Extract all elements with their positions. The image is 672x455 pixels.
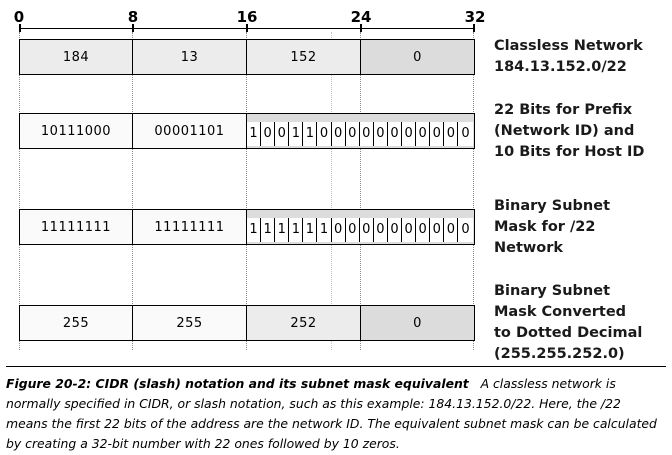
- octet-1-binary: 10111000: [20, 114, 133, 148]
- octet-2: 13: [133, 40, 247, 74]
- bit-cell: 0: [331, 217, 346, 242]
- bit-cell: 0: [275, 121, 290, 146]
- bit-cell: 0: [458, 121, 473, 146]
- mask-octet-1-binary: 11111111: [20, 210, 133, 244]
- bit-cell: 0: [317, 121, 332, 146]
- ruler-label-0: 0: [13, 8, 25, 26]
- octet-3: 152: [247, 40, 361, 74]
- mask-octet-1: 255: [20, 306, 133, 340]
- classless-network-label: Classless Network 184.13.152.0/22: [494, 38, 643, 75]
- bit-cell: 0: [402, 217, 417, 242]
- bit-cell: 0: [345, 217, 360, 242]
- bit-cell: 0: [430, 121, 445, 146]
- bit-cell: 0: [359, 121, 374, 146]
- ruler-label-32: 32: [464, 8, 486, 26]
- mask-octet-3: 252: [247, 306, 361, 340]
- guide-line-16: [246, 32, 247, 350]
- caption-divider: [6, 366, 666, 367]
- bit-cell: 0: [373, 217, 388, 242]
- bit-cell: 0: [261, 121, 276, 146]
- octet-4: 0: [361, 40, 474, 74]
- guide-line-32: [473, 32, 474, 350]
- mask-octet-2: 255: [133, 306, 247, 340]
- ruler-label-16: 16: [236, 8, 258, 26]
- ruler-tick: [19, 24, 21, 32]
- bit-cell: 1: [317, 217, 332, 242]
- octet-1: 184: [20, 40, 133, 74]
- ruler-label-24: 24: [350, 8, 372, 26]
- figure-caption: Figure 20-2: CIDR (slash) notation and i…: [6, 374, 666, 454]
- guide-line-24: [360, 32, 361, 350]
- bit-cell: 1: [289, 121, 304, 146]
- binary-mask-label: Binary Subnet Mask for /22 Network: [494, 198, 611, 256]
- bit-cell: 1: [261, 217, 276, 242]
- caption-title: Figure 20-2: CIDR (slash) notation and i…: [6, 376, 469, 391]
- bit-cell: 0: [416, 121, 431, 146]
- mask-octet-4: 0: [361, 306, 474, 340]
- bit-cell: 0: [359, 217, 374, 242]
- bit-cell: 1: [303, 217, 318, 242]
- bit-cell: 0: [387, 121, 403, 146]
- bit-cell: 0: [331, 121, 346, 146]
- bit-cell: 0: [458, 217, 473, 242]
- prefix-bits-label: 22 Bits for Prefix (Network ID) and 10 B…: [494, 102, 645, 160]
- octet-2-binary: 00001101: [133, 114, 247, 148]
- guide-line-8: [132, 32, 133, 350]
- bit-cell: 1: [275, 217, 290, 242]
- ruler-tick: [360, 24, 362, 32]
- bit-cell: 0: [373, 121, 388, 146]
- bit-cell: 0: [444, 217, 459, 242]
- classless-network-bar: 184 13 152 0: [19, 39, 475, 75]
- guide-line-0: [19, 32, 20, 350]
- dotted-mask-label: Binary Subnet Mask Converted to Dotted D…: [494, 283, 643, 362]
- caption-text: A classless network is normally specifie…: [6, 376, 657, 451]
- bit-cell: 0: [444, 121, 459, 146]
- bit-cell: 0: [345, 121, 360, 146]
- bit-cell: 1: [289, 217, 304, 242]
- bit-cell: 1: [247, 217, 262, 242]
- bit-cell: 0: [402, 121, 417, 146]
- bit-cell: 0: [416, 217, 431, 242]
- bit-cell: 1: [303, 121, 318, 146]
- ruler-tick: [246, 24, 248, 32]
- ruler-tick: [132, 24, 134, 32]
- bit-cell: 1: [247, 121, 262, 146]
- bit-cell: 0: [387, 217, 403, 242]
- dotted-mask-bar: 255 255 252 0: [19, 305, 475, 341]
- guide-line-22: [331, 32, 332, 350]
- ruler-tick: [473, 24, 475, 32]
- bit-cell: 0: [430, 217, 445, 242]
- mask-octet-2-binary: 11111111: [133, 210, 247, 244]
- ruler-label-8: 8: [127, 8, 139, 26]
